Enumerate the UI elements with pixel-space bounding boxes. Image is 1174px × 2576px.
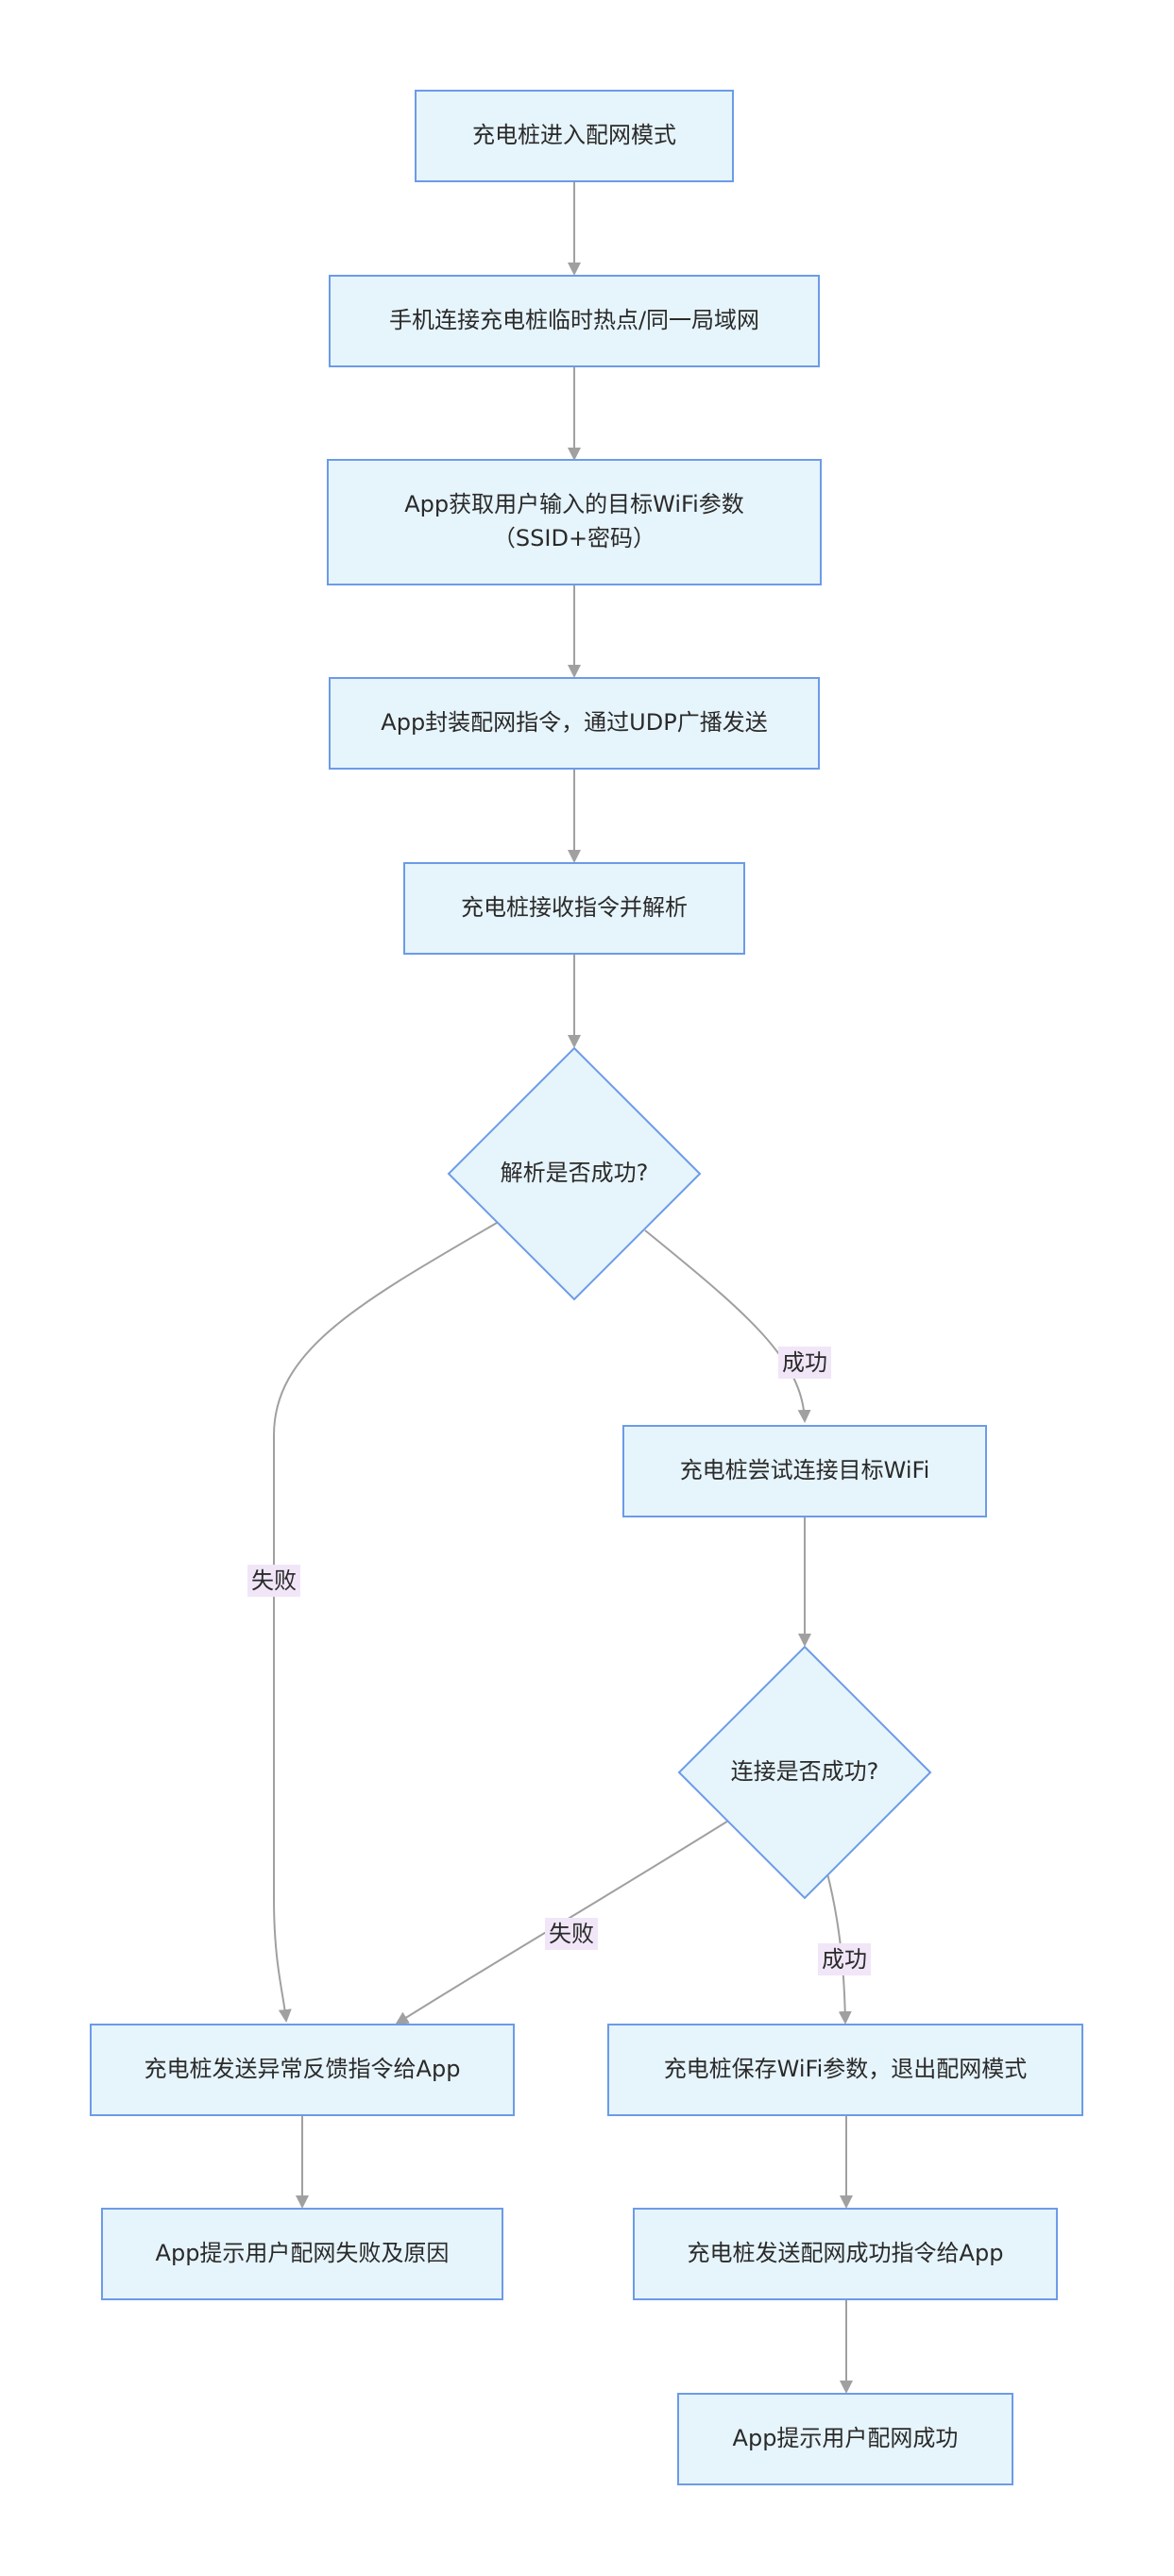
node-app-success: App提示用户配网成功	[677, 2393, 1013, 2485]
node-connect-hotspot-label: 手机连接充电桩临时热点/同一局域网	[389, 307, 759, 333]
node-app-fail-label: App提示用户配网失败及原因	[156, 2240, 450, 2266]
node-save-params-label: 充电桩保存WiFi参数，退出配网模式	[664, 2056, 1028, 2082]
edge-parse-success	[644, 1229, 811, 1423]
node-get-params: App获取用户输入的目标WiFi参数 （SSID+密码）	[327, 459, 822, 585]
node-save-params: 充电桩保存WiFi参数，退出配网模式	[607, 2024, 1083, 2116]
node-try-connect: 充电桩尝试连接目标WiFi	[622, 1425, 987, 1517]
node-connect-hotspot: 手机连接充电桩临时热点/同一局域网	[329, 275, 820, 367]
node-try-connect-label: 充电桩尝试连接目标WiFi	[680, 1457, 930, 1483]
edge-label-connect-success: 成功	[822, 1946, 867, 1973]
edge-label-connect-fail: 失败	[549, 1921, 594, 1947]
node-send-error-label: 充电桩发送异常反馈指令给App	[145, 2056, 461, 2082]
node-send-success: 充电桩发送配网成功指令给App	[633, 2208, 1058, 2300]
node-get-params-line2: （SSID+密码）	[493, 525, 655, 551]
node-receive-parse-label: 充电桩接收指令并解析	[461, 894, 688, 921]
node-receive-parse: 充电桩接收指令并解析	[403, 862, 745, 955]
node-send-error: 充电桩发送异常反馈指令给App	[90, 2024, 515, 2116]
node-parse-decision: 解析是否成功?	[447, 1046, 702, 1301]
node-send-success-label: 充电桩发送配网成功指令给App	[688, 2240, 1004, 2266]
edge-parse-fail	[273, 1222, 498, 2023]
node-start-label: 充电桩进入配网模式	[472, 122, 676, 148]
node-app-success-label: App提示用户配网成功	[733, 2425, 959, 2451]
node-get-params-line1: App获取用户输入的目标WiFi参数	[404, 491, 743, 517]
node-parse-decision-label: 解析是否成功?	[501, 1160, 649, 1186]
node-connect-decision: 连接是否成功?	[677, 1645, 932, 1900]
edge-labels: 失败 成功 失败 成功	[247, 1347, 871, 1975]
node-send-udp-label: App封装配网指令，通过UDP广播发送	[381, 709, 767, 736]
node-app-fail: App提示用户配网失败及原因	[101, 2208, 503, 2300]
edge-label-parse-fail: 失败	[251, 1568, 297, 1594]
nodes: 充电桩进入配网模式 手机连接充电桩临时热点/同一局域网 App获取用户输入的目标…	[90, 90, 1083, 2485]
node-send-udp: App封装配网指令，通过UDP广播发送	[329, 677, 820, 770]
edge-label-parse-success: 成功	[782, 1349, 827, 1376]
node-connect-decision-label: 连接是否成功?	[731, 1758, 879, 1785]
node-start: 充电桩进入配网模式	[415, 90, 734, 182]
